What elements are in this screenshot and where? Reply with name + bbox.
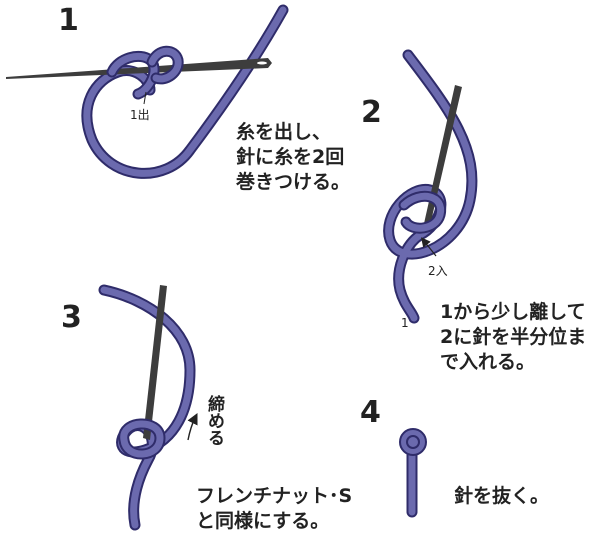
- step1-number: 1: [58, 3, 79, 38]
- step4-illustration: [399, 428, 427, 518]
- step1-caption-line: 針に糸を2回: [236, 146, 345, 168]
- step2-entry-label: 2入: [428, 264, 448, 278]
- step3-caption-line: フレンチナット･S: [196, 485, 353, 507]
- step1-label-pointer: [143, 91, 147, 105]
- step3-tighten-label: 締める: [204, 395, 224, 446]
- step1-caption-line: 巻きつける。: [236, 171, 351, 193]
- step4-caption-line: 針を抜く。: [454, 485, 550, 507]
- step3-caption-line: と同様にする。: [196, 510, 330, 532]
- step2-caption: 1から少し離して 2に針を半分位ま で入れる。: [440, 300, 586, 375]
- step2-start-label: 1: [401, 316, 409, 330]
- step3-illustration: [98, 284, 198, 531]
- step1-caption: 糸を出し、 針に糸を2回 巻きつける。: [236, 120, 350, 195]
- step2-caption-line: 1から少し離して: [440, 301, 586, 323]
- step2-arrow: [421, 237, 437, 257]
- step3-knot: [120, 420, 164, 458]
- step3-number: 3: [61, 300, 82, 335]
- step2-number: 2: [361, 95, 382, 130]
- step3-needle: [143, 285, 167, 440]
- step3-pull-arrow: [187, 412, 198, 441]
- step4-number: 4: [360, 395, 381, 430]
- step1-needle-eye: [257, 61, 267, 65]
- step2-caption-line: で入れる。: [440, 351, 536, 373]
- step4-knot-inner: [406, 435, 420, 449]
- step2-caption-line: 2に針を半分位ま: [440, 326, 587, 348]
- step2-wrap: [400, 192, 445, 232]
- step3-caption: フレンチナット･S と同様にする。: [196, 484, 352, 534]
- step1-needle: [6, 58, 272, 79]
- step4-caption: 針を抜く。: [454, 484, 549, 509]
- step1-exit-label: 1出: [130, 108, 150, 122]
- step1-wrap-loop2: [148, 47, 182, 83]
- step4-knot-outer: [399, 428, 427, 456]
- step1-illustration: [6, 4, 289, 179]
- step1-caption-line: 糸を出し、: [236, 121, 332, 143]
- step2-illustration: [383, 49, 478, 324]
